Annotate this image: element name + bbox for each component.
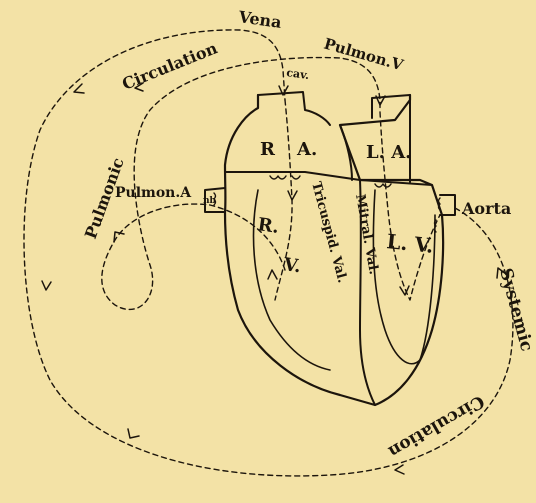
aorta-stub [440, 195, 455, 215]
label-aorta: Aorta [461, 199, 511, 218]
atrioventricular-line [225, 172, 432, 185]
tricuspid-valve-marks [270, 176, 300, 179]
label-pulmon-v: Pulmon.V [322, 35, 406, 75]
systemic-circulation-loop [24, 30, 513, 476]
label-left-atrium: L. A. [366, 142, 411, 163]
label-right-atrium-a: A. [296, 139, 317, 160]
label-right-ventricle-r: R. [256, 214, 280, 238]
label-right-ventricle-v: V. [281, 254, 302, 277]
label-systemic: Systemic [495, 266, 536, 353]
label-right-atrium-r: R [260, 139, 276, 160]
label-tricuspid-valve: Tricuspid. Val. [308, 180, 349, 284]
label-circulation-bottom: Circulation [385, 391, 488, 462]
mitral-valve-marks [375, 184, 391, 187]
label-circulation-top: Circulation [119, 38, 220, 94]
label-left-ventricle: L. V. [385, 229, 434, 258]
label-nb: nb [203, 196, 216, 206]
label-vena: Vena [236, 7, 282, 32]
left-ventricle-wall [373, 190, 435, 364]
label-pulmon-a: Pulmon.A [115, 185, 192, 201]
label-mitral-valve: Mitral. Val. [352, 193, 381, 276]
vena-cava-tube [258, 92, 330, 125]
label-cav: cav. [286, 66, 311, 82]
